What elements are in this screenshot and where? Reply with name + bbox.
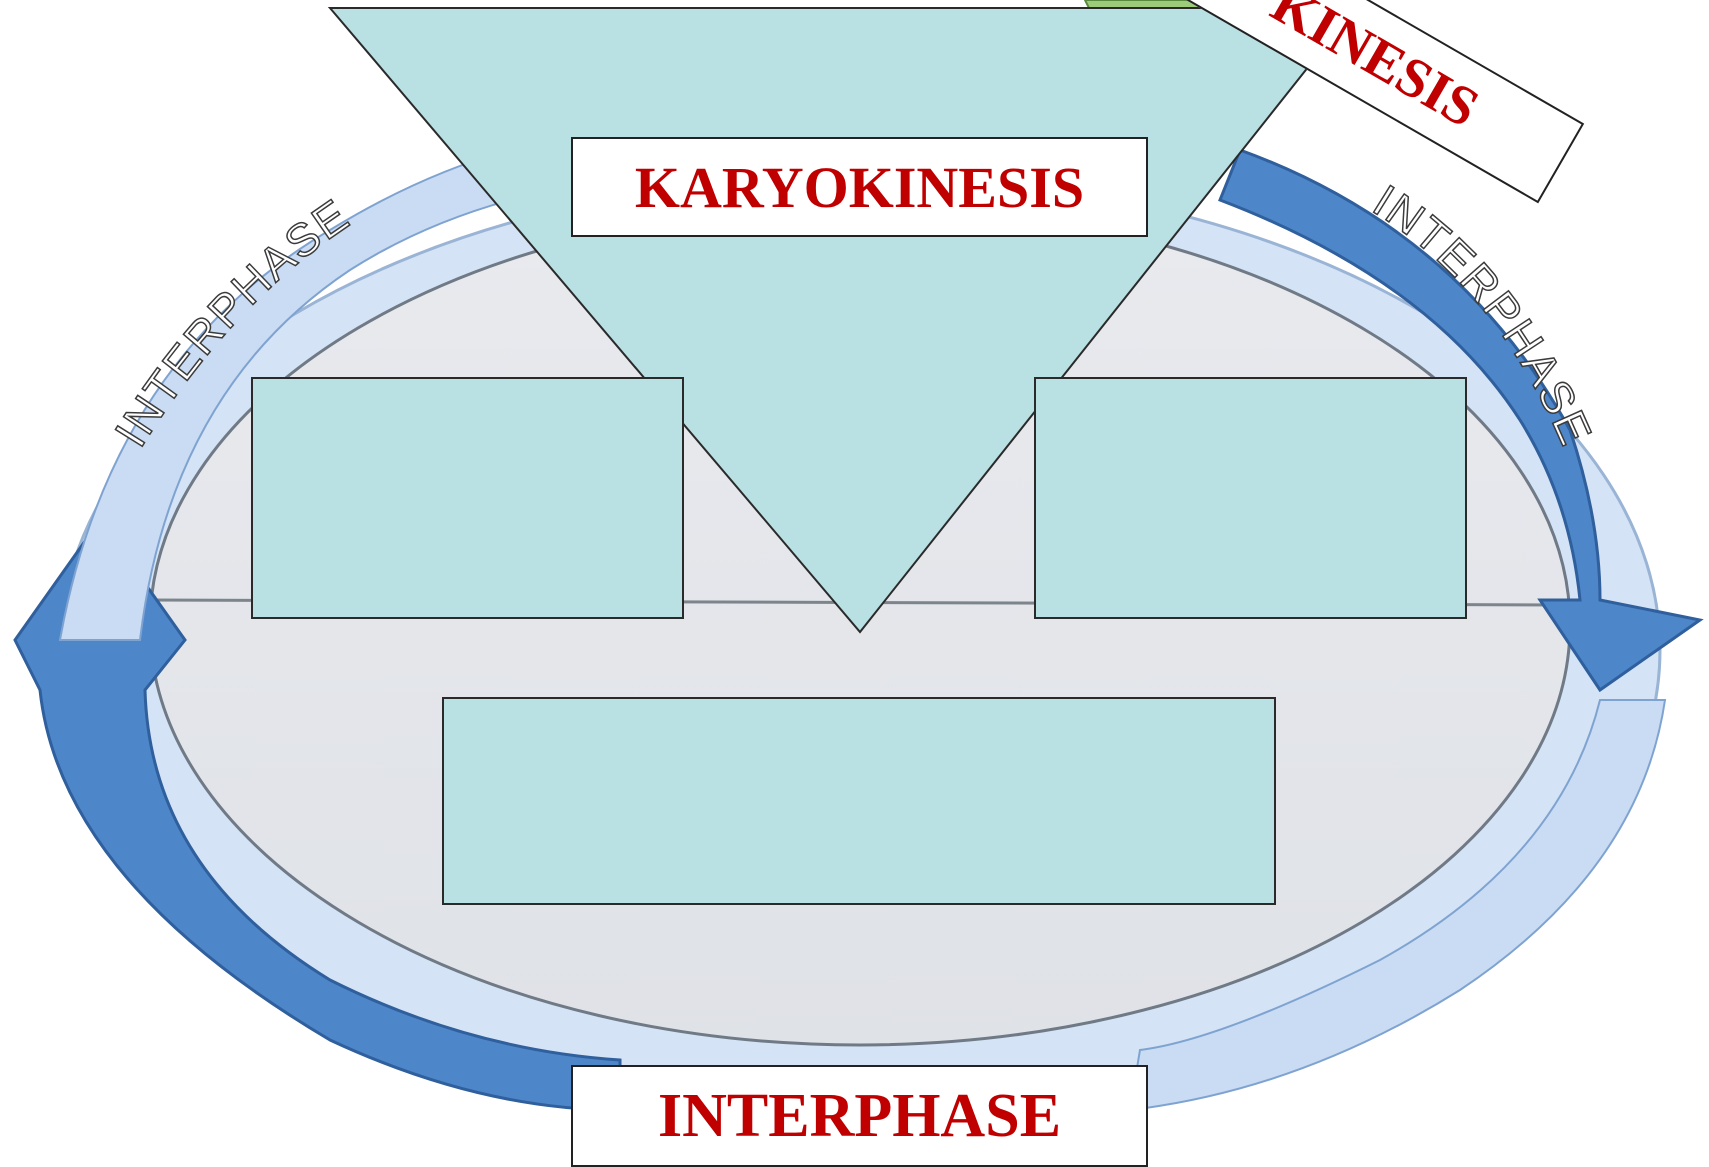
blank-box-left	[251, 377, 684, 619]
interphase-label: INTERPHASE	[571, 1065, 1148, 1167]
blank-box-bottom	[442, 697, 1276, 905]
karyokinesis-label: KARYOKINESIS	[571, 137, 1148, 237]
right-interphase-arrow	[1218, 148, 1704, 693]
blank-box-right	[1034, 377, 1467, 619]
